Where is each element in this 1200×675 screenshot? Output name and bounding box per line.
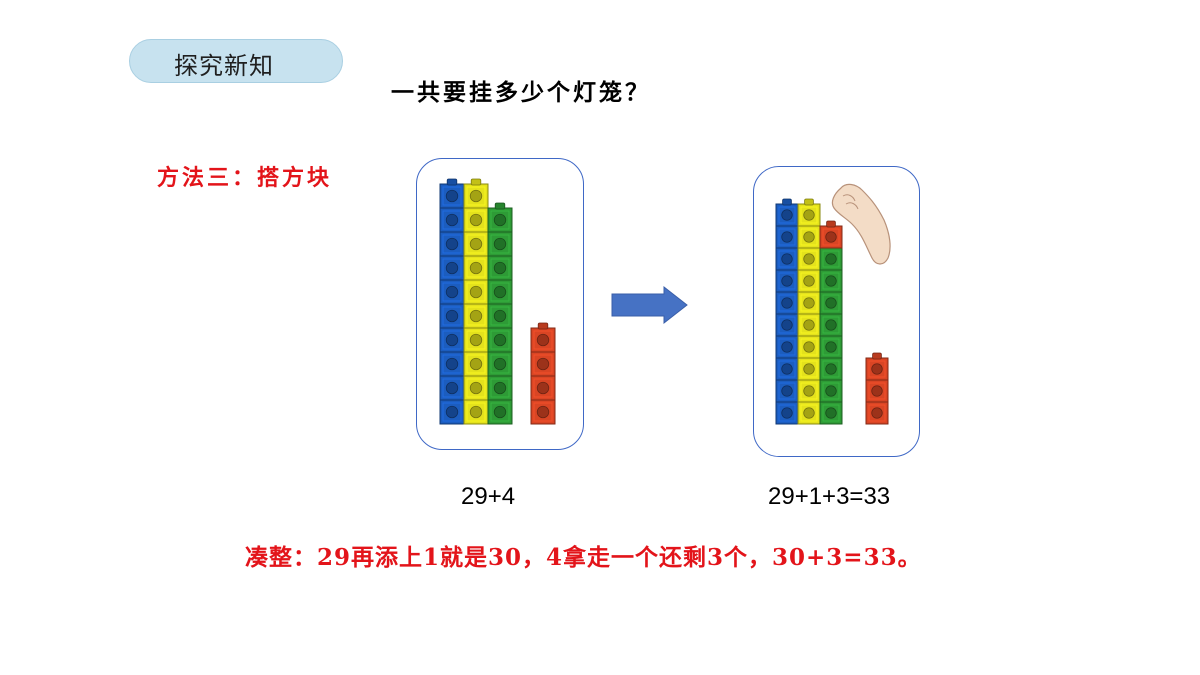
cube bbox=[463, 279, 489, 305]
cube bbox=[797, 335, 821, 359]
cube bbox=[797, 225, 821, 249]
cube bbox=[487, 327, 513, 353]
cube bbox=[463, 178, 489, 209]
cube bbox=[775, 247, 799, 271]
cube bbox=[530, 375, 556, 401]
cube bbox=[439, 399, 465, 425]
cube bbox=[463, 231, 489, 257]
cube bbox=[775, 291, 799, 315]
cube bbox=[819, 357, 843, 381]
cube bbox=[530, 399, 556, 425]
right-arrow-icon bbox=[611, 285, 688, 325]
cube bbox=[487, 279, 513, 305]
cube bbox=[819, 401, 843, 425]
cube bbox=[775, 269, 799, 293]
cube bbox=[439, 279, 465, 305]
cube bbox=[463, 351, 489, 377]
cube bbox=[819, 313, 843, 337]
section-label: 探究新知 bbox=[174, 52, 274, 80]
explanation-text: 凑整：29再添上1就是30，4拿走一个还剩3个，30+3=33。 bbox=[245, 544, 922, 571]
cube bbox=[797, 313, 821, 337]
cube bbox=[865, 379, 889, 403]
cube bbox=[463, 303, 489, 329]
cube bbox=[775, 357, 799, 381]
cube bbox=[439, 303, 465, 329]
cube bbox=[463, 207, 489, 233]
hand-icon bbox=[831, 183, 891, 265]
cube bbox=[797, 291, 821, 315]
cube bbox=[487, 202, 513, 233]
cube bbox=[775, 335, 799, 359]
cube bbox=[797, 247, 821, 271]
cube bbox=[439, 178, 465, 209]
cube bbox=[797, 198, 821, 227]
left-expression: 29+4 bbox=[461, 483, 516, 510]
cube bbox=[487, 351, 513, 377]
cube bbox=[487, 399, 513, 425]
cube bbox=[865, 401, 889, 425]
cube bbox=[463, 327, 489, 353]
cube bbox=[439, 231, 465, 257]
cube bbox=[439, 375, 465, 401]
cube bbox=[439, 255, 465, 281]
cube bbox=[797, 269, 821, 293]
cube bbox=[819, 220, 843, 249]
question-text: 一共要挂多少个灯笼？ bbox=[391, 79, 651, 106]
cube bbox=[819, 335, 843, 359]
cube bbox=[819, 379, 843, 403]
cube bbox=[797, 379, 821, 403]
cube bbox=[819, 269, 843, 293]
left-cube-stack bbox=[439, 178, 556, 425]
method-label: 方法三：搭方块 bbox=[157, 165, 333, 191]
cube bbox=[775, 225, 799, 249]
right-expression: 29+1+3=33 bbox=[768, 483, 891, 510]
section-badge: 探究新知 bbox=[129, 39, 343, 83]
cube bbox=[463, 399, 489, 425]
cube bbox=[463, 375, 489, 401]
cube bbox=[865, 352, 889, 381]
cube bbox=[530, 351, 556, 377]
cube bbox=[487, 255, 513, 281]
cube bbox=[439, 351, 465, 377]
cube bbox=[530, 322, 556, 353]
cube bbox=[775, 401, 799, 425]
cube bbox=[775, 313, 799, 337]
cube bbox=[487, 231, 513, 257]
right-cube-stack bbox=[775, 198, 889, 425]
cube bbox=[775, 198, 799, 227]
cube bbox=[439, 327, 465, 353]
cube bbox=[775, 379, 799, 403]
cube bbox=[797, 357, 821, 381]
cube bbox=[797, 401, 821, 425]
cube bbox=[819, 291, 843, 315]
cube bbox=[819, 247, 843, 271]
cube bbox=[487, 303, 513, 329]
cube bbox=[463, 255, 489, 281]
cube bbox=[487, 375, 513, 401]
cube bbox=[439, 207, 465, 233]
